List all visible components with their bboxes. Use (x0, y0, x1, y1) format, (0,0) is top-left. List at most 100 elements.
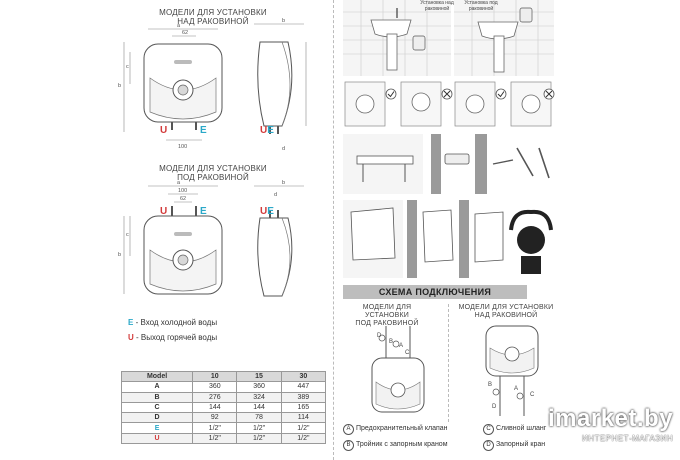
spec-header-cell: 30 (280, 370, 327, 383)
legend-key-circle: C (483, 424, 494, 435)
table-row: C 144 144 165 (120, 401, 327, 414)
spec-header-cell: Model (120, 370, 194, 383)
schema-legend-item: A Предохранительный клапан (343, 424, 448, 435)
install-label-over: Установка над раковиной (420, 0, 454, 12)
port-u-top: U (160, 125, 168, 136)
table-row: E 1/2" 1/2" 1/2" (120, 422, 327, 434)
table-cell: 1/2" (236, 422, 282, 434)
table-cell: 389 (280, 391, 327, 403)
dim-100-bottom: 100 (178, 188, 187, 194)
dim-62-bottom: 62 (180, 196, 186, 202)
table-cell: 324 (236, 391, 282, 403)
valve-diagrams (344, 81, 555, 127)
schema-legend-item: D Запорный кран (483, 440, 545, 451)
watermark-brand: imarket.by (548, 405, 674, 432)
table-cell: 1/2" (192, 422, 238, 434)
port-ue-side-bottom: UE (260, 206, 274, 217)
dim-d-side-top: d (282, 146, 285, 152)
schema-letter-b: B (389, 339, 394, 345)
dim-b-top: b (118, 83, 121, 89)
table-cell: 1/2" (280, 422, 327, 434)
table-cell: 360 (236, 381, 282, 393)
title-over-sink: МОДЕЛИ ДЛЯ УСТАНОВКИ НАД РАКОВИНОЙ (158, 8, 268, 26)
table-cell: 360 (192, 381, 238, 393)
heater-side-view-top: b d (254, 18, 307, 152)
legend-key-circle: D (483, 440, 494, 451)
title-line-2: НАД РАКОВИНОЙ (177, 17, 249, 26)
mounting-steps (343, 134, 550, 194)
legend-cold-in: E - Вход холодной воды (128, 318, 217, 327)
legend-text-u: - Выход горячей воды (136, 333, 218, 342)
legend-key-circle: B (343, 440, 354, 451)
port-e-side: E (267, 206, 274, 217)
watermark-sub: ИНТЕРНЕТ-МАГАЗИН (582, 434, 674, 443)
table-cell: 144 (236, 401, 282, 414)
table-cell: 144 (192, 401, 238, 414)
legend-text: Запорный кран (495, 441, 546, 448)
heater-front-view-bottom: a 100 62 b c (118, 180, 223, 295)
port-e-bottom: E (200, 206, 207, 217)
schema-over-sink (485, 325, 539, 416)
install-label-under: Установка под раковиной (464, 0, 498, 12)
dim-b-side-bottom: b (282, 180, 285, 186)
table-cell: 1/2" (236, 432, 282, 445)
table-cell: 447 (280, 381, 327, 393)
table-row: B 276 324 389 (120, 391, 327, 403)
legend-text-e: - Вход холодной воды (135, 318, 218, 327)
heater-side-view-bottom: b d (254, 180, 304, 297)
row-key: U (120, 432, 194, 445)
port-u-bottom: U (160, 206, 168, 217)
dim-c-top: c (126, 64, 129, 70)
table-cell: 1/2" (192, 432, 238, 445)
schema-legend-item: B Тройник с запорным краном (343, 440, 448, 451)
dim-62: 62 (182, 30, 188, 36)
spec-header-cell: 15 (236, 370, 282, 383)
row-key: C (120, 401, 194, 414)
row-key: B (120, 391, 194, 403)
title-under-sink: МОДЕЛИ ДЛЯ УСТАНОВКИ ПОД РАКОВИНОЙ (158, 164, 268, 182)
schema-letter-d: D (377, 333, 382, 339)
spec-header-cell: 10 (192, 370, 238, 383)
legend-text: Тройник с запорным краном (355, 441, 448, 448)
schema-col1-title: МОДЕЛИ ДЛЯ УСТАНОВКИ ПОД РАКОВИНОЙ (342, 304, 432, 328)
page-divider (333, 0, 335, 460)
legend-key-circle: A (343, 424, 354, 435)
heater-front-view-top: 62 a b c 100 (118, 23, 223, 150)
legend-key-u: U (128, 333, 134, 342)
schema-letter-c: C (405, 350, 410, 356)
row-key: E (120, 422, 194, 434)
table-row: D 92 78 114 (120, 412, 327, 424)
legend-text: Сливной шланг (495, 425, 547, 432)
schema-letter-c2: C (530, 392, 535, 398)
row-key: D (120, 412, 194, 424)
schema-letter-a2: A (514, 386, 519, 392)
dim-b-bottom: b (118, 252, 121, 258)
dim-a-top: a (177, 23, 181, 29)
port-e-side: E (267, 125, 274, 136)
dim-d-side-bottom: d (274, 192, 277, 198)
table-cell: 92 (192, 412, 238, 424)
schema-title: СХЕМА ПОДКЛЮЧЕНИЯ (343, 285, 527, 299)
table-cell: 78 (236, 412, 282, 424)
title-line-1: МОДЕЛИ ДЛЯ УСТАНОВКИ (458, 304, 554, 311)
install-scene-under-sink (454, 0, 554, 76)
title-line-1: МОДЕЛИ ДЛЯ УСТАНОВКИ (362, 304, 412, 319)
title-line-2: НАД РАКОВИНОЙ (474, 312, 538, 319)
schema-letter-d2: D (492, 404, 497, 410)
port-u-side: U (260, 125, 268, 136)
schema-under-sink (371, 326, 425, 413)
port-e-top: E (200, 125, 207, 136)
spec-table: Model 10 15 30 A 360 360 447 B 276 324 3… (120, 370, 327, 445)
table-row: A 360 360 447 (120, 381, 327, 393)
table-row: U 1/2" 1/2" 1/2" (120, 432, 327, 445)
install-scene-over-sink (343, 0, 451, 76)
spec-header-row: Model 10 15 30 (120, 370, 327, 383)
port-ue-side-top: UE (260, 125, 274, 136)
table-cell: 165 (280, 401, 327, 414)
row-key: A (120, 381, 194, 393)
dim-100-top: 100 (178, 144, 187, 150)
schema-divider (448, 304, 450, 422)
schema-legend-item: C Сливной шланг (483, 424, 546, 435)
table-cell: 1/2" (280, 432, 327, 445)
hanging-steps (343, 200, 553, 278)
